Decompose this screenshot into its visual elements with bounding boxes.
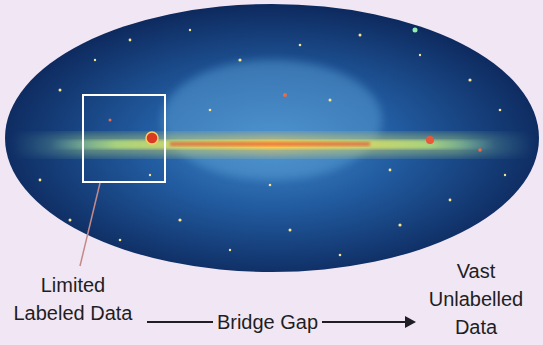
leader-line — [80, 183, 100, 266]
text-node: Vast Unlabelled Data — [418, 257, 534, 341]
selection-square — [83, 95, 165, 182]
node-text: Limited Labeled Data — [5, 271, 141, 327]
text-node: Limited Labeled Data — [5, 271, 141, 327]
edge-label: Bridge Gap — [213, 310, 322, 334]
galactic-band — [10, 60, 535, 180]
node-text: Vast Unlabelled Data — [418, 257, 534, 341]
stars — [39, 28, 507, 257]
bright-source — [146, 132, 158, 144]
sky-ellipse — [5, 4, 539, 272]
